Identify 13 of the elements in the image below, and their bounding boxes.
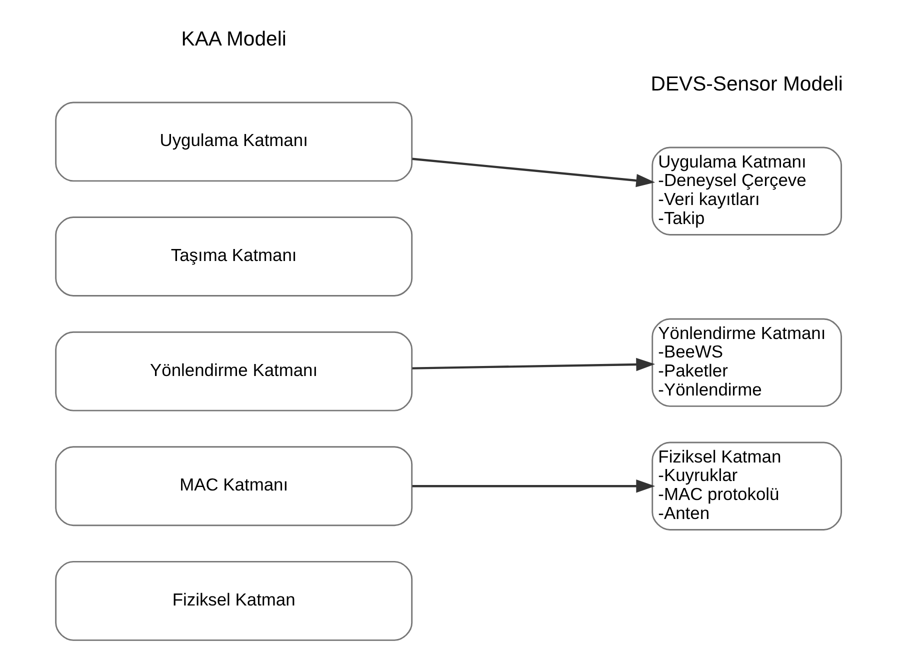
- node-box: MAC Katmanı: [54, 446, 412, 526]
- node-box: Yönlendirme Katmanı -BeeWS -Paketler -Yönlendirme: [651, 318, 842, 407]
- node-box: Fiziksel Katman: [54, 560, 412, 641]
- label: KAA Modeli: [180, 28, 286, 50]
- arrow: [412, 158, 655, 188]
- arrow: [412, 358, 655, 372]
- label: DEVS-Sensor Modeli: [650, 73, 842, 96]
- node-box: Uygulama Katmanı -Deneysel Çerçeve -Veri kayıtları -Takip: [651, 146, 842, 236]
- node-box: Yönlendirme Katmanı: [54, 331, 412, 412]
- node-box: Uygulama Katmanı: [54, 102, 412, 182]
- node-box: Taşıma Katmanı: [54, 216, 412, 296]
- node-box: Fiziksel Katman -Kuyruklar -MAC protokolü -Anten: [651, 442, 842, 530]
- arrow: [412, 480, 655, 493]
